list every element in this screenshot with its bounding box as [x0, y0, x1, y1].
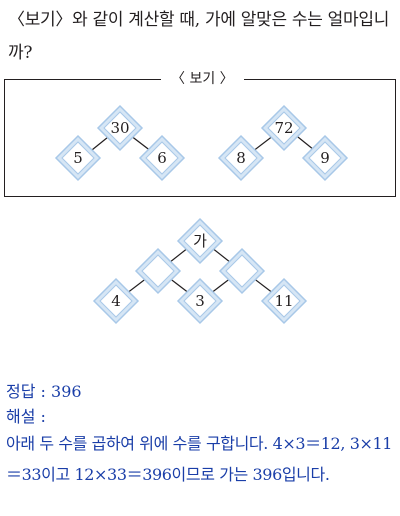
node-value: 5: [73, 149, 83, 167]
example1-right-node: 6: [139, 135, 185, 181]
answer-value: 396: [51, 382, 82, 401]
node-value: 30: [110, 119, 129, 137]
node-value: 가: [193, 232, 207, 250]
problem-middle-left-node: [135, 248, 181, 294]
node-value: 3: [195, 292, 205, 310]
example2-left-node: 8: [218, 135, 264, 181]
example1-left-node: 5: [55, 135, 101, 181]
example2-right-node: 9: [302, 135, 348, 181]
node-value: 11: [274, 292, 293, 310]
example-title: 〈 보기 〉: [161, 69, 244, 89]
problem-top-node: 가: [177, 218, 223, 264]
answer-label: 정답 :: [6, 382, 52, 401]
answer-line: 정답 : 396: [6, 378, 82, 402]
problem-bottom-left-node: 4: [93, 278, 139, 324]
problem-middle-right-node: [219, 248, 265, 294]
node-value: 8: [236, 149, 246, 167]
problem-tree: 가 4 3 11: [93, 218, 307, 324]
node-value: 6: [157, 149, 167, 167]
example-trees: 30 5 6 72 8 9: [55, 105, 348, 181]
example2-top-node: 72: [261, 105, 307, 151]
node-value: 9: [320, 149, 330, 167]
explanation-label: 해설 :: [6, 407, 46, 426]
node-value: 4: [111, 292, 121, 310]
problem-bottom-middle-node: 3: [177, 278, 223, 324]
problem-bottom-right-node: 11: [261, 278, 307, 324]
question-text: 〈보기〉와 같이 계산할 때, 가에 알맞은 수는 얼마입니까?: [8, 10, 390, 63]
explanation-text: 아래 두 수를 곱하여 위에 수를 구합니다. 4×3＝12, 3×11＝33이…: [6, 434, 393, 484]
example1-top-node: 30: [97, 105, 143, 151]
example-box: 〈 보기 〉: [4, 69, 396, 197]
node-value: 72: [274, 119, 293, 137]
